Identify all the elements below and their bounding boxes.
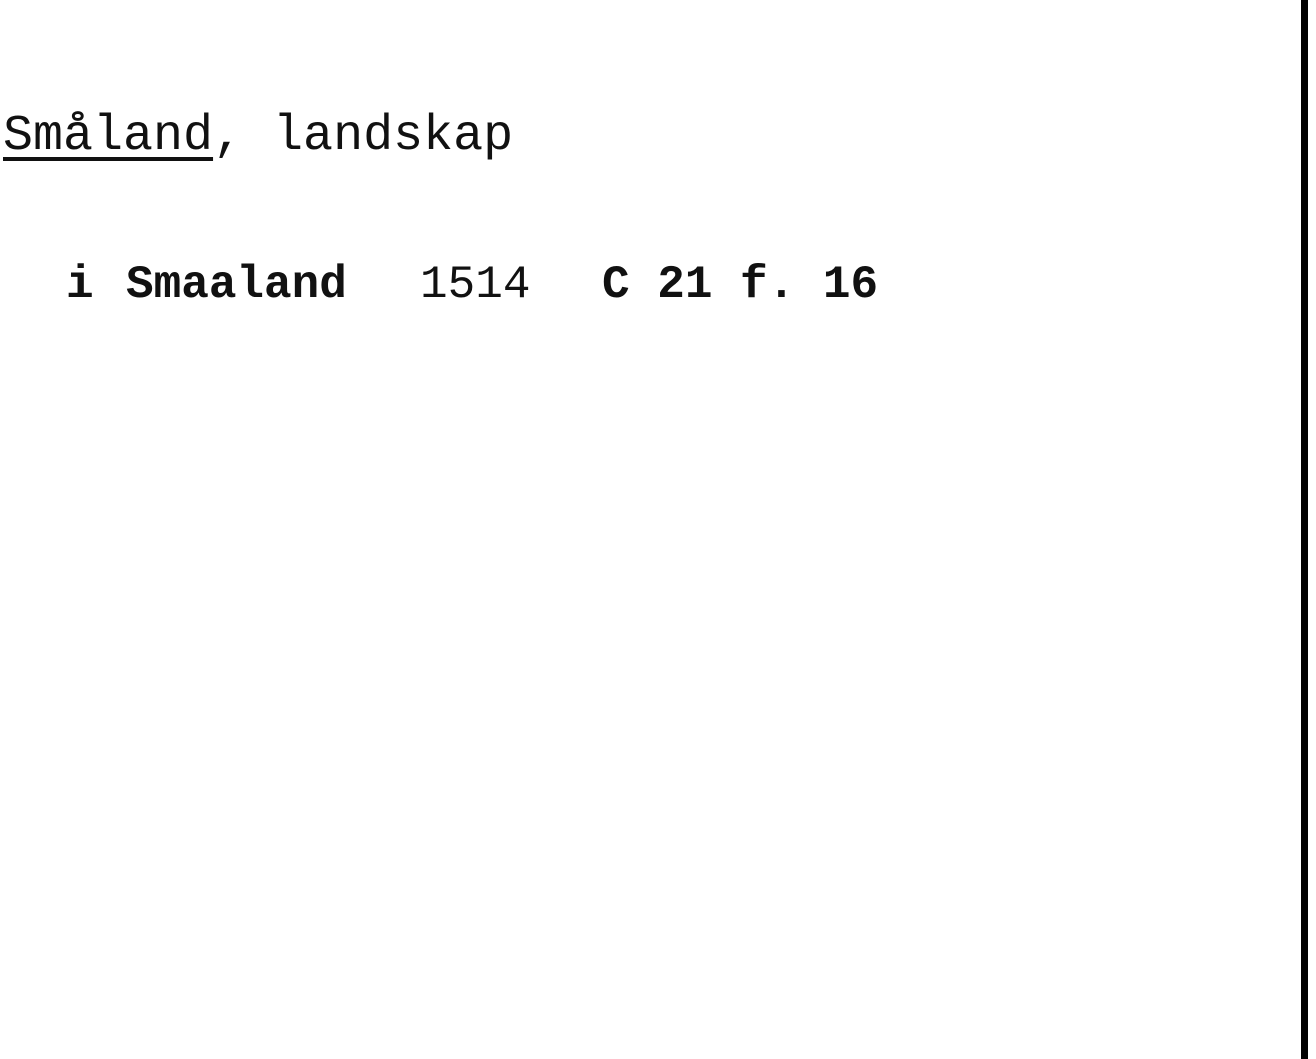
card-edge-border <box>1301 0 1308 1059</box>
heading-place: Småland <box>3 108 214 165</box>
entry-form: Smaaland <box>126 259 347 311</box>
entry-year: 1514 <box>420 259 531 311</box>
entry-prefix: i <box>66 259 94 311</box>
card-heading: Småland, landskap <box>3 112 513 162</box>
entry-source: C 21 f. 16 <box>602 259 879 311</box>
heading-type: , landskap <box>213 108 514 165</box>
